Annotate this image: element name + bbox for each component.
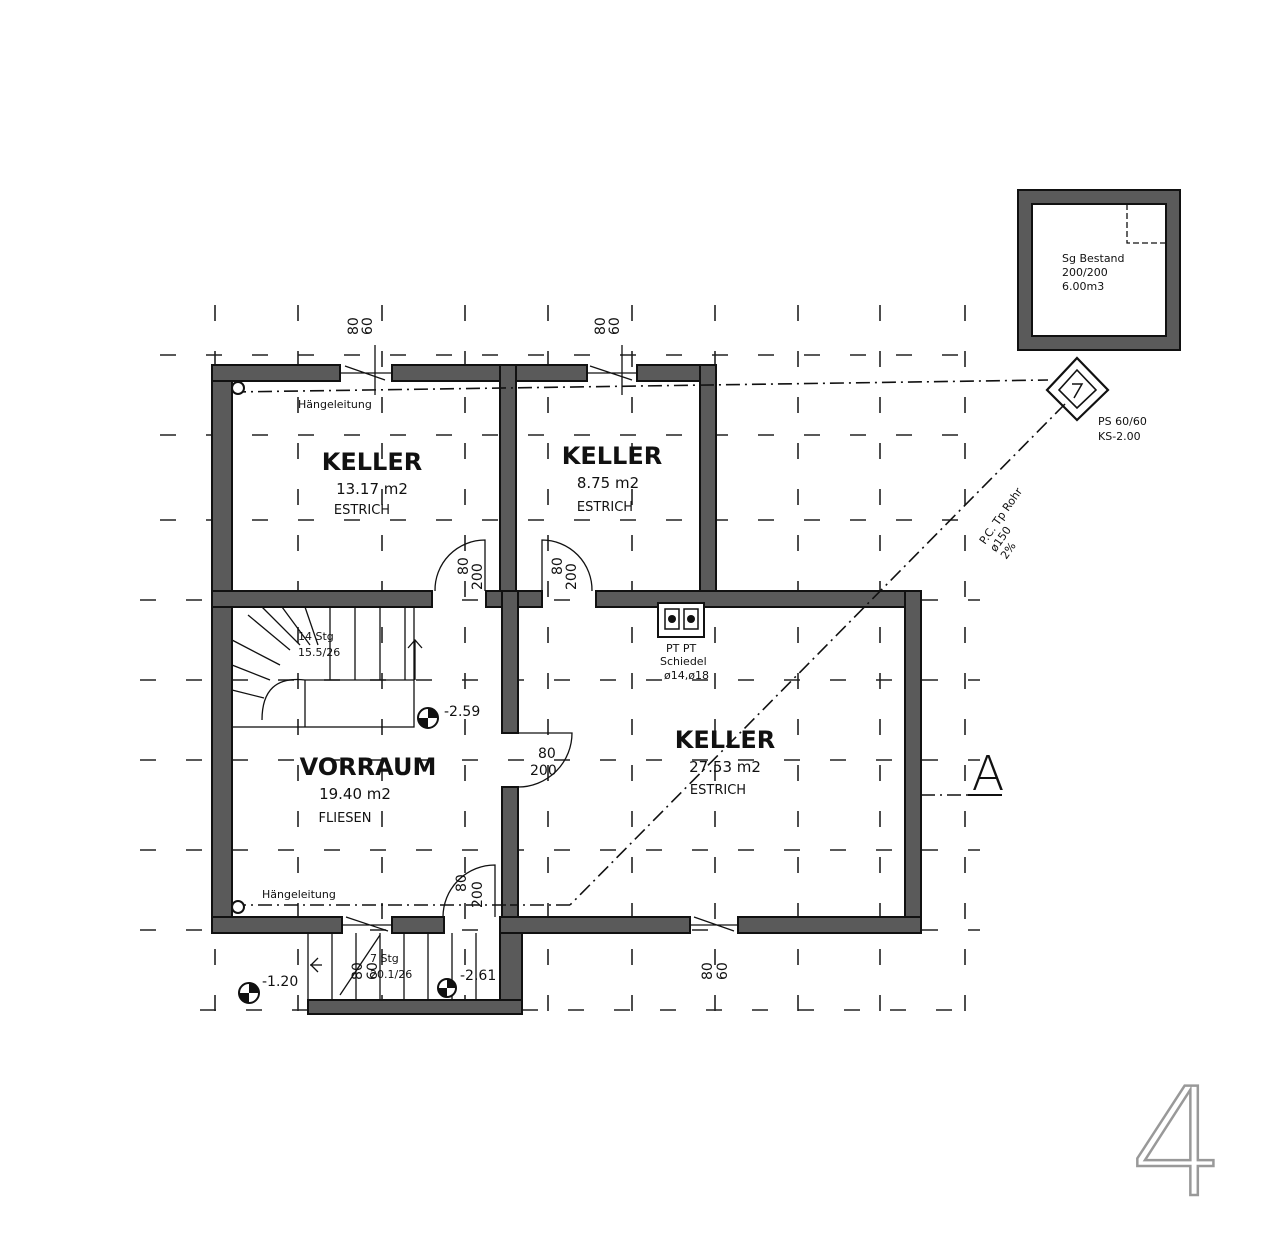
room-name-keller-3: KELLER [675,726,775,754]
opening-top1-60: 60 [360,317,376,335]
stair-lower-label-1: 7 Stg [370,952,399,965]
room-floor-vorraum: FLIESEN [319,811,372,826]
level-vorraum: -2.59 [444,704,480,720]
stair-upper [231,606,423,728]
walls [211,189,1181,1015]
stair-lower-label-2: 20.1/26 [370,968,412,981]
septic-label-3: 6.00m3 [1062,280,1104,293]
shaft-label-1: PS 60/60 [1098,415,1147,428]
door-swings [340,345,738,932]
room-area-keller-2: 8.75 m2 [577,474,639,492]
opening-bottom2-80: 80 [700,962,716,980]
room-area-vorraum: 19.40 m2 [319,785,391,803]
chimney-label-1: PT PT [666,642,696,655]
room-area-keller-1: 13.17 m2 [336,480,408,498]
haengeleitung-bottom-label: Hängeleitung [262,888,336,901]
room-name-vorraum: VORRAUM [300,753,437,781]
room-name-keller-2: KELLER [562,442,662,470]
section-mark-label: A [972,746,1005,802]
door4-200: 200 [470,881,486,908]
door4-80: 80 [454,874,470,892]
room-floor-keller-2: ESTRICH [577,500,633,515]
room-floor-keller-3: ESTRICH [690,783,746,798]
stair-upper-label-2: 15.5/26 [298,646,340,659]
page-number: 4 [1130,1057,1225,1231]
chimney-label-2: Schiedel [660,655,707,668]
level-outside: -1.20 [262,974,298,990]
chimney [657,602,705,638]
pipe-label: P.C. Tp Rohr ø150 2% [977,485,1026,562]
stair-upper-label-1: 14 Stg [298,630,334,643]
pipe-lines [231,379,1066,906]
door2-80: 80 [550,557,566,575]
door2-200: 200 [564,563,580,590]
opening-bottom1-60: 60 [365,962,381,980]
opening-bottom2-60: 60 [715,962,731,980]
level-markers [238,707,457,1004]
door3-200: 200 [530,763,557,779]
shaft-label-2: KS-2.00 [1098,430,1141,443]
room-floor-keller-1: ESTRICH [334,503,390,518]
opening-bottom1-80: 80 [350,962,366,980]
shaft-symbol [1045,356,1110,422]
door1-200: 200 [470,563,486,590]
septic-label-1: Sg Bestand [1062,252,1125,265]
room-name-keller-1: KELLER [322,448,422,476]
chimney-label-3: ø14,ø18 [664,669,709,682]
room-area-keller-3: 27.53 m2 [689,758,761,776]
opening-dims: 80 60 80 60 80 200 80 200 80 200 80 200 … [346,317,731,980]
septic-label-2: 200/200 [1062,266,1108,279]
opening-top1-80: 80 [346,317,362,335]
stair-lower [307,933,501,1000]
haengeleitung-top-label: Hängeleitung [298,398,372,411]
door3-80: 80 [538,746,556,762]
opening-top2-80: 80 [593,317,609,335]
level-stair-base: -2.61 [460,968,496,984]
door1-80: 80 [456,557,472,575]
opening-top2-60: 60 [607,317,623,335]
